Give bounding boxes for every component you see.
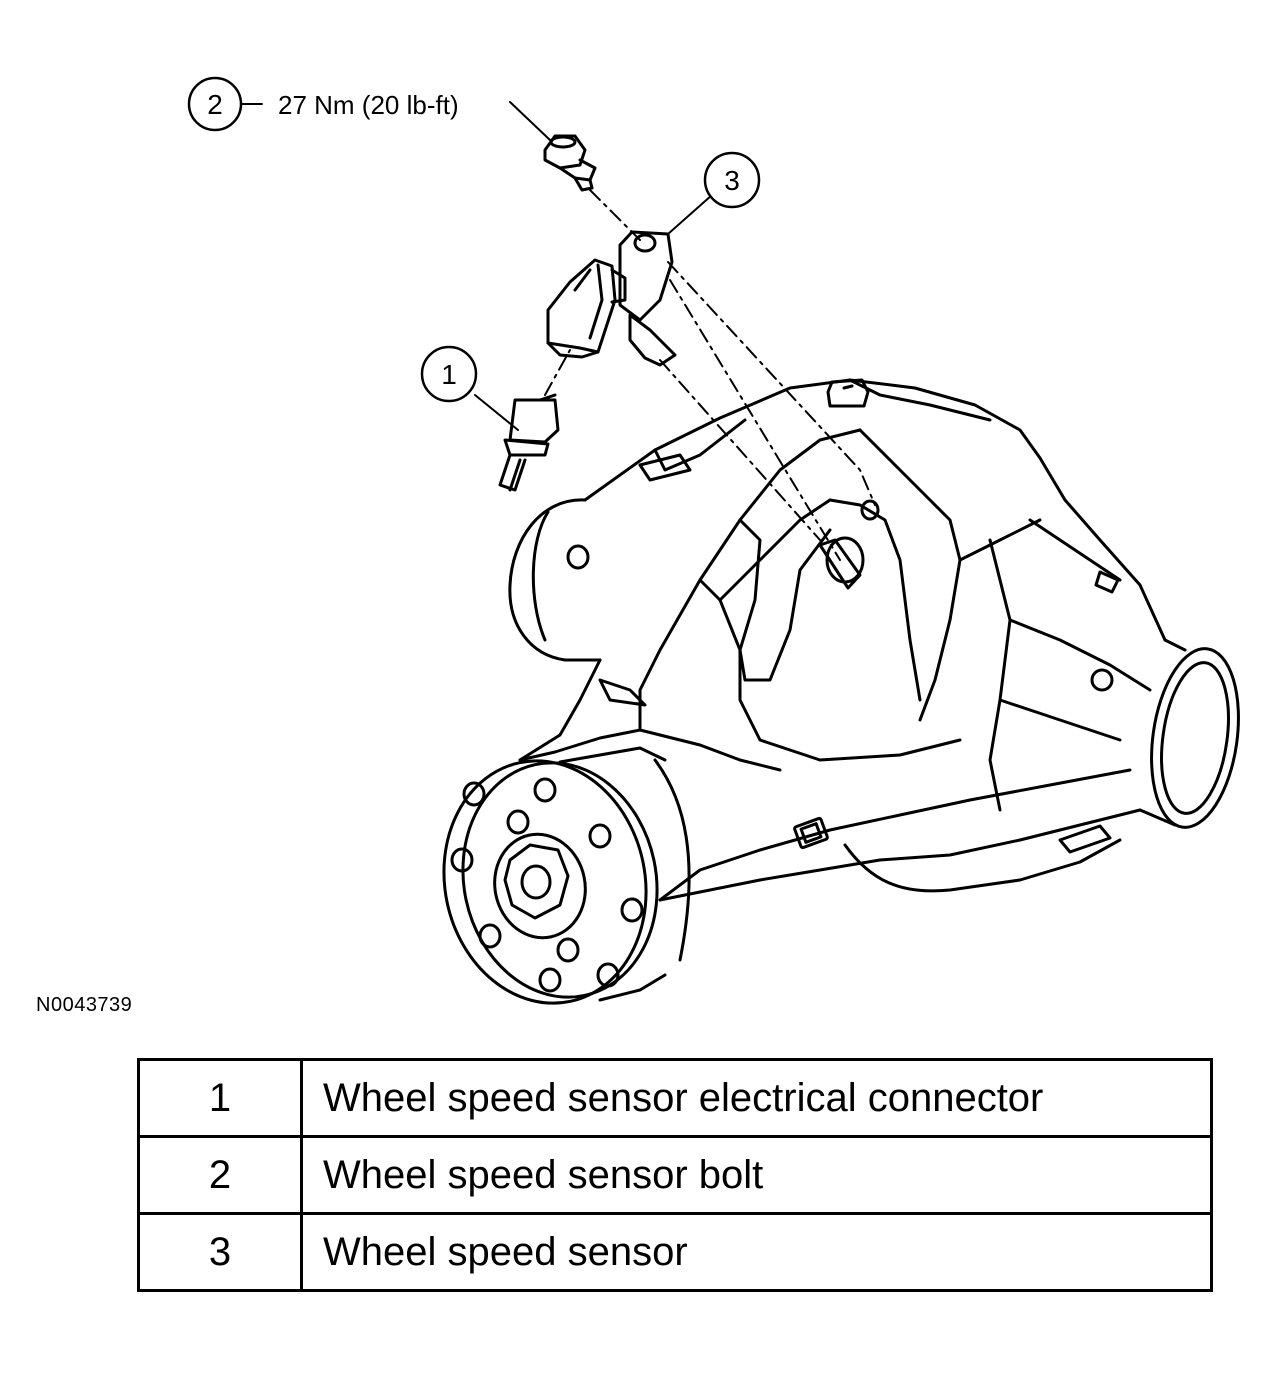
electrical-connector — [498, 393, 560, 492]
legend-number: 1 — [137, 1058, 303, 1138]
legend-row: 2 Wheel speed sensor bolt — [137, 1135, 1213, 1215]
pinion-flange — [442, 746, 691, 1005]
callout-3: 3 — [703, 151, 761, 209]
differential-illustration: 2 27 Nm (20 lb-ft) 3 1 — [187, 76, 1240, 1005]
callout-2-number: 2 — [207, 89, 223, 120]
callout-1-number: 1 — [441, 359, 457, 390]
wheel-speed-sensor — [546, 230, 677, 367]
legend-row: 1 Wheel speed sensor electrical connecto… — [137, 1058, 1213, 1138]
callout-2: 2 27 Nm (20 lb-ft) — [187, 76, 459, 132]
legend-table: 1 Wheel speed sensor electrical connecto… — [137, 1058, 1213, 1292]
legend-number: 2 — [137, 1135, 303, 1215]
leader-lines — [241, 101, 713, 431]
alignment-lines — [544, 189, 876, 561]
sensor-bolt — [543, 134, 597, 192]
legend-number: 3 — [137, 1212, 303, 1292]
figure-id: N0043739 — [36, 994, 133, 1016]
differential-housing — [508, 378, 1240, 902]
legend-description: Wheel speed sensor bolt — [300, 1135, 1213, 1215]
callout-3-number: 3 — [724, 165, 740, 196]
callout-1: 1 — [420, 345, 478, 403]
legend-description: Wheel speed sensor — [300, 1212, 1213, 1292]
legend-row: 3 Wheel speed sensor — [137, 1212, 1213, 1292]
torque-spec-label: 27 Nm (20 lb-ft) — [278, 90, 459, 120]
legend-description: Wheel speed sensor electrical connector — [300, 1058, 1213, 1138]
